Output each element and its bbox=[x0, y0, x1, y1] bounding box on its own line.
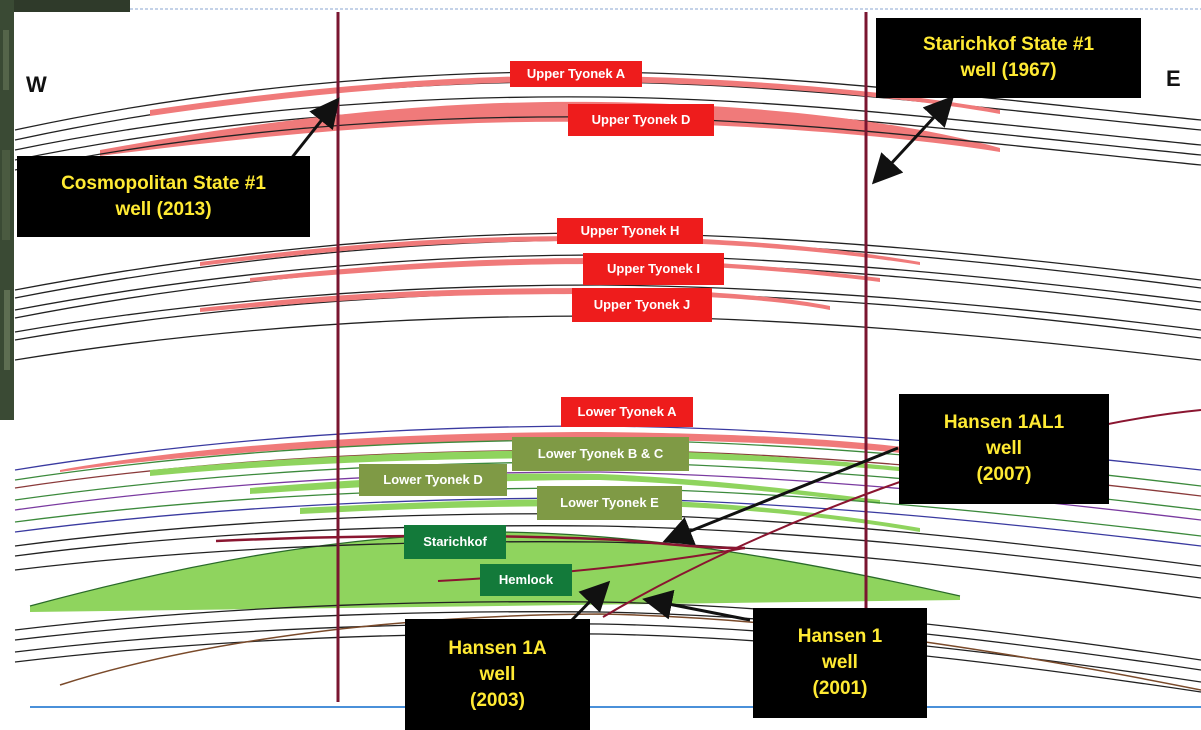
cosmopolitan-arrow bbox=[288, 97, 340, 161]
hansen-1a-arrow bbox=[568, 580, 611, 624]
label-lower-tyonek-d: Lower Tyonek D bbox=[359, 464, 507, 496]
label-hemlock: Hemlock bbox=[480, 564, 572, 596]
callout-line: Starichkof State #1 bbox=[922, 34, 1095, 55]
hansen-1-arrow bbox=[642, 589, 751, 622]
callout-line: (2001) bbox=[812, 678, 868, 699]
callout-line: (2003) bbox=[470, 689, 525, 711]
callout-hansen-1: Hansen 1 well (2001) bbox=[753, 608, 927, 718]
east-label: E bbox=[1166, 66, 1181, 91]
background-photo-corner bbox=[0, 0, 130, 420]
label-upper-tyonek-d: Upper Tyonek D bbox=[568, 104, 714, 136]
starichkof-state-arrow bbox=[871, 95, 955, 185]
west-label: W bbox=[26, 72, 47, 97]
callout-line: Hansen 1 bbox=[797, 626, 883, 647]
callout-cosmopolitan-state-1: Cosmopolitan State #1 well (2013) bbox=[17, 156, 310, 237]
callout-arrows bbox=[288, 95, 955, 624]
callout-line: well bbox=[986, 438, 1022, 459]
label-upper-tyonek-j: Upper Tyonek J bbox=[572, 288, 712, 322]
hansen-1al1-well-trace bbox=[215, 534, 746, 550]
hansen-1-well-trace bbox=[602, 409, 1201, 618]
label-upper-tyonek-i: Upper Tyonek I bbox=[583, 253, 724, 285]
callout-line: (2007) bbox=[976, 464, 1032, 485]
callout-starichkof-state-1: Starichkof State #1 well (1967) bbox=[876, 18, 1141, 98]
callout-line: well bbox=[822, 652, 858, 673]
label-lower-tyonek-bc: Lower Tyonek B & C bbox=[512, 437, 689, 471]
callout-line: well (1967) bbox=[960, 60, 1057, 81]
label-lower-tyonek-e: Lower Tyonek E bbox=[537, 486, 682, 520]
hansen-1al1-arrow bbox=[662, 446, 899, 546]
label-starichkof: Starichkof bbox=[404, 525, 506, 559]
callout-hansen-1a: Hansen 1A well (2003) bbox=[405, 619, 590, 730]
label-upper-tyonek-h: Upper Tyonek H bbox=[557, 218, 703, 244]
label-lower-tyonek-a: Lower Tyonek A bbox=[561, 397, 693, 427]
callout-line: Hansen 1AL1 bbox=[943, 412, 1065, 433]
callout-line: Cosmopolitan State #1 bbox=[61, 172, 266, 194]
label-upper-tyonek-a: Upper Tyonek A bbox=[510, 61, 642, 87]
callout-line: Hansen 1A bbox=[448, 637, 547, 659]
callout-line: well (2013) bbox=[115, 198, 212, 220]
callout-line: well bbox=[479, 663, 516, 685]
callout-hansen-1al1: Hansen 1AL1 well (2007) bbox=[899, 394, 1109, 504]
